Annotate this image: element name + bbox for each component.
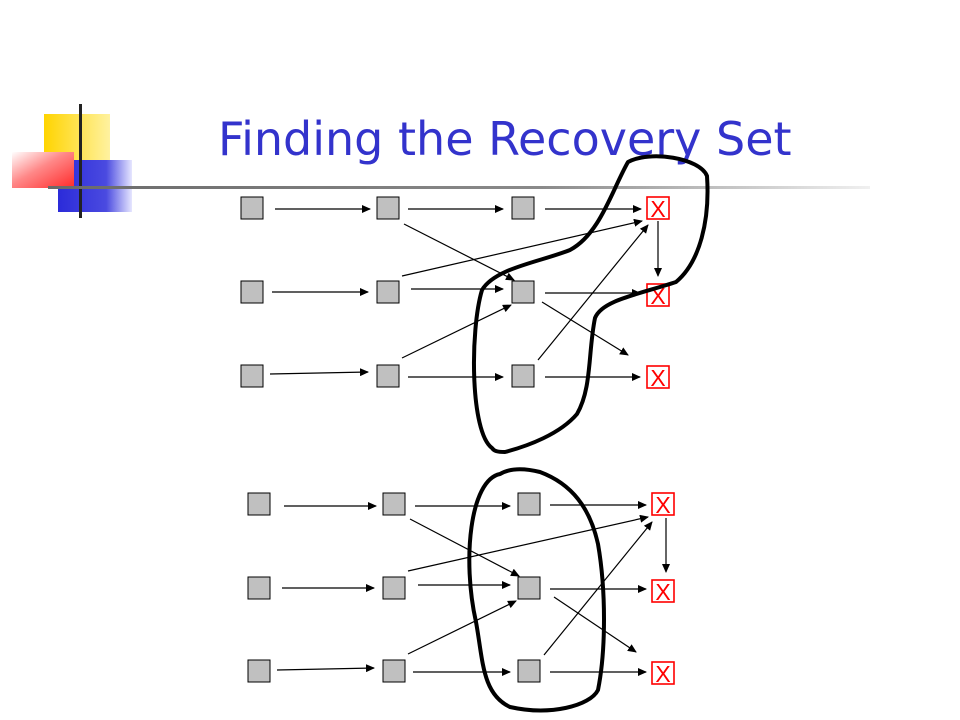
failed-node-bottom-r3: X <box>651 661 675 687</box>
page-title: Finding the Recovery Set <box>218 112 792 166</box>
node-bottom-c3-r2 <box>517 576 541 600</box>
edge <box>541 301 629 356</box>
node-top-c3-r1 <box>511 196 535 220</box>
node-top-c3-r2 <box>511 280 535 304</box>
node-top-c1-r3 <box>240 364 264 388</box>
node-bottom-c2-r3 <box>382 659 406 683</box>
edge <box>401 304 512 359</box>
node-bottom-c1-r3 <box>247 659 271 683</box>
failure-mark: X <box>655 661 670 687</box>
failure-mark: X <box>650 196 665 222</box>
top-diagram: X X X <box>240 154 710 454</box>
node-top-c2-r3 <box>376 364 400 388</box>
failure-mark: X <box>655 492 670 518</box>
edge <box>276 664 375 673</box>
node-bottom-c3-r1 <box>517 492 541 516</box>
failed-node-bottom-r1: X <box>651 492 675 518</box>
edge <box>553 596 637 653</box>
title-underline <box>48 186 870 189</box>
edge <box>407 514 649 572</box>
failed-node-top-r3: X <box>646 365 670 391</box>
edge <box>537 224 649 361</box>
recovery-set-outline-bottom <box>467 467 606 713</box>
node-bottom-c2-r2 <box>382 576 406 600</box>
node-top-c3-r3 <box>511 364 535 388</box>
edge <box>403 223 515 281</box>
edge <box>543 521 653 656</box>
logo-red-square <box>12 152 74 188</box>
node-bottom-c2-r1 <box>382 492 406 516</box>
node-top-c2-r2 <box>376 280 400 304</box>
edge <box>409 518 520 577</box>
node-bottom-c1-r2 <box>247 576 271 600</box>
node-top-c2-r1 <box>376 196 400 220</box>
node-top-c1-r1 <box>240 196 264 220</box>
edge <box>407 600 517 655</box>
edge <box>401 218 643 277</box>
bottom-diagram: X X X <box>247 467 675 713</box>
node-top-c1-r2 <box>240 280 264 304</box>
logo-vertical-line <box>79 104 82 218</box>
failed-node-bottom-r2: X <box>651 579 675 605</box>
edge <box>269 368 369 377</box>
failed-node-top-r1: X <box>646 196 670 222</box>
recovery-set-outline-top <box>471 154 710 454</box>
node-bottom-c3-r3 <box>517 659 541 683</box>
failure-mark: X <box>650 365 665 391</box>
node-bottom-c1-r1 <box>247 492 271 516</box>
failure-mark: X <box>655 579 670 605</box>
